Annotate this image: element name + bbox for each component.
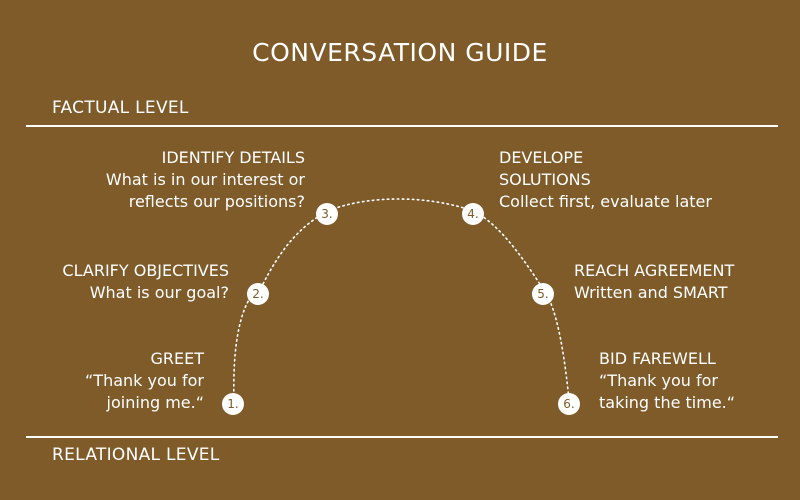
page-title: CONVERSATION GUIDE	[252, 38, 548, 67]
step-number-badge: 2.	[247, 283, 269, 305]
step-description: reflects our positions?	[128, 192, 305, 211]
step-heading: BID FAREWELL	[599, 349, 716, 368]
step-identify-details: IDENTIFY DETAILS What is in our interest…	[106, 147, 305, 213]
step-description: taking the time.“	[599, 393, 736, 412]
step-number-badge: 4.	[462, 203, 484, 225]
factual-level-label: FACTUAL LEVEL	[52, 98, 189, 118]
step-number-badge: 6.	[558, 393, 580, 415]
step-heading: DEVELOPE	[499, 148, 584, 167]
step-number-badge: 3.	[316, 203, 338, 225]
step-description: What is in our interest or	[105, 170, 305, 189]
factual-level-divider	[26, 125, 778, 127]
step-description: “Thank you for	[599, 371, 718, 390]
step-heading: CLARIFY OBJECTIVES	[62, 261, 229, 280]
step-description: What is our goal?	[89, 283, 229, 302]
step-heading: SOLUTIONS	[499, 170, 591, 189]
step-heading: REACH AGREEMENT	[574, 261, 735, 280]
step-number-badge: 5.	[532, 283, 554, 305]
step-clarify-objectives: CLARIFY OBJECTIVES What is our goal?	[62, 260, 229, 304]
step-heading: GREET	[150, 349, 204, 368]
step-description: joining me.“	[106, 393, 204, 412]
step-number-badge: 1.	[222, 393, 244, 415]
step-heading: IDENTIFY DETAILS	[161, 148, 305, 167]
relational-level-divider	[26, 436, 778, 438]
step-description: Written and SMART	[574, 283, 728, 302]
step-greet: GREET “Thank you for joining me.“	[85, 348, 204, 414]
step-reach-agreement: REACH AGREEMENT Written and SMART	[574, 260, 734, 304]
step-description: Collect first, evaluate later	[499, 192, 712, 211]
step-develope-solutions: DEVELOPE SOLUTIONS Collect first, evalua…	[499, 147, 712, 213]
step-description: “Thank you for	[85, 371, 204, 390]
relational-level-label: RELATIONAL LEVEL	[52, 445, 220, 465]
step-bid-farewell: BID FAREWELL “Thank you for taking the t…	[599, 348, 735, 414]
